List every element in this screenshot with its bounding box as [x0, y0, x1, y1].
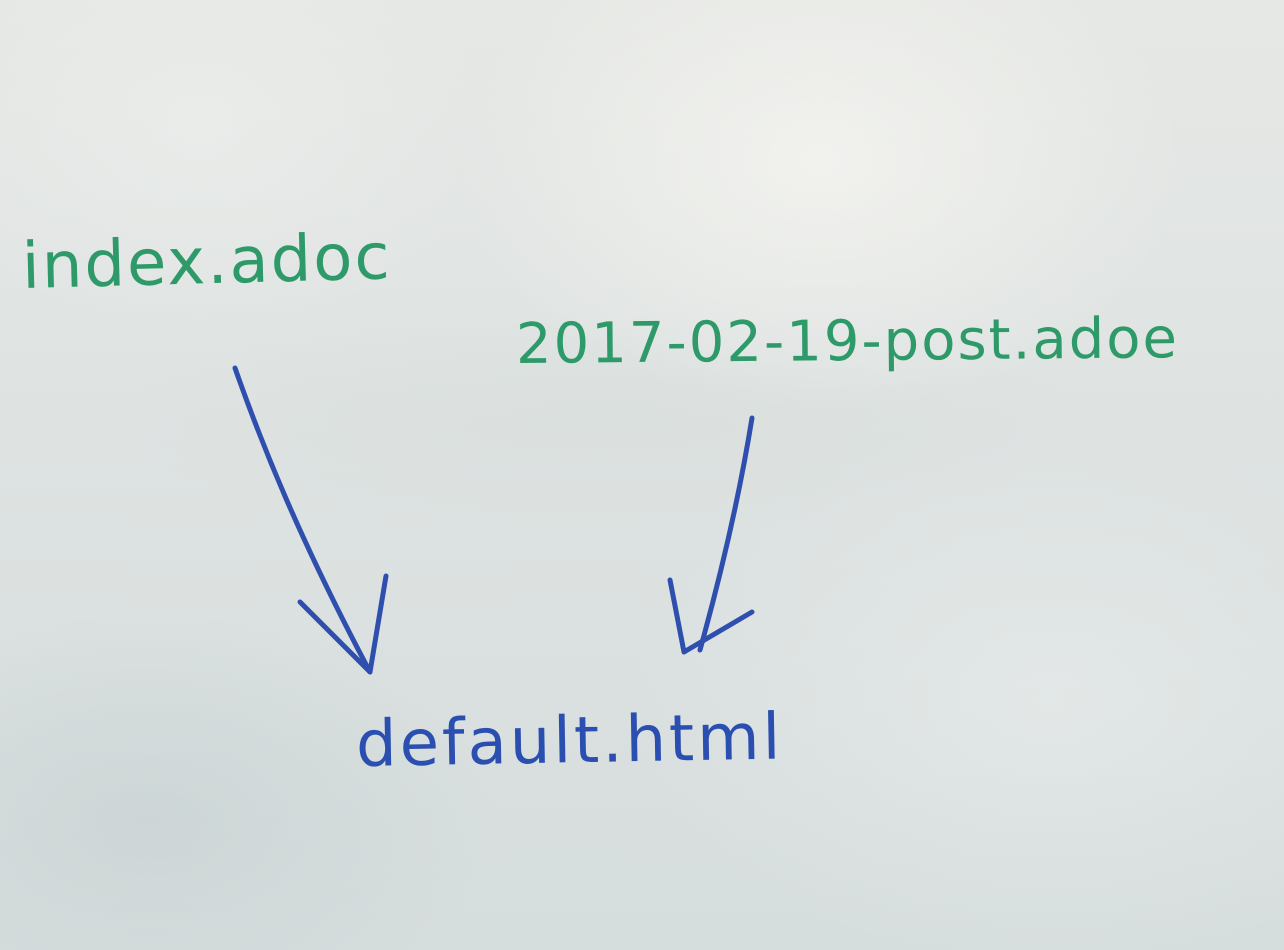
- arrow-index-to-default: [232, 365, 389, 675]
- arrow-index-shaft: [232, 365, 373, 675]
- node-default-html: default.html: [355, 700, 784, 782]
- arrow-post-shaft: [697, 415, 755, 653]
- node-post-adoc: 2017-02-19-post.adoe: [515, 306, 1180, 377]
- arrow-post-head: [667, 577, 755, 655]
- arrow-index-head: [297, 573, 389, 675]
- node-index-adoc: index.adoc: [21, 220, 393, 304]
- arrow-post-to-default: [667, 415, 755, 655]
